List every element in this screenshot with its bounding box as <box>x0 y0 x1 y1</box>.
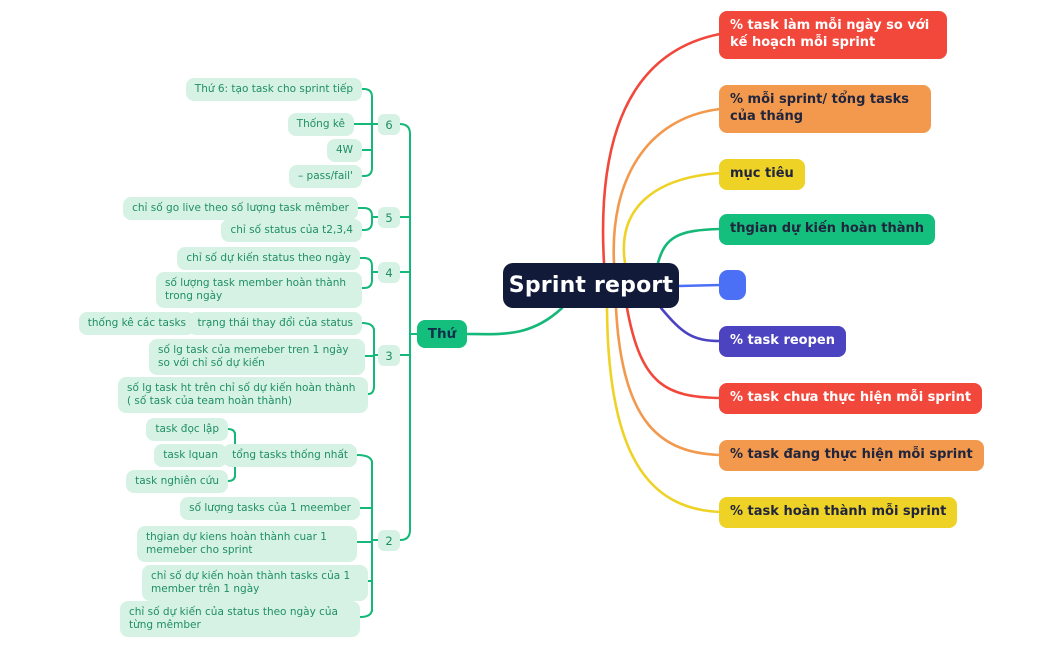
leaf-node[interactable]: số lg task của memeber tren 1 ngày so vớ… <box>149 339 365 375</box>
leaf-node[interactable]: task đọc lập <box>146 418 228 441</box>
center-node-sprint-report[interactable]: Sprint report <box>503 263 679 308</box>
branch-node-empty-blue[interactable] <box>719 270 746 300</box>
branch-node-muc-tieu[interactable]: mục tiêu <box>719 159 805 190</box>
connector-blue-node <box>677 283 722 288</box>
leaf-node[interactable]: chỉ số go live theo số lượng task mêmber <box>123 197 358 220</box>
branch-node-task-per-day[interactable]: % task làm mỗi ngày so với kế hoạch mỗi … <box>719 11 947 59</box>
connector-muc-tieu <box>622 171 722 265</box>
connector-thgian-du-kien <box>656 227 722 265</box>
leaf-node[interactable]: chỉ số dự kiến của status theo ngày của … <box>120 601 360 637</box>
leaf-node[interactable]: trạng thái thay đổi của status <box>188 312 362 335</box>
leaf-node[interactable]: Thứ 6: tạo task cho sprint tiếp <box>185 78 362 101</box>
connector-sprint-per-month <box>612 107 722 265</box>
branch-node-task-hoan-thanh[interactable]: % task hoàn thành mỗi sprint <box>719 497 958 528</box>
number-node-3[interactable]: 3 <box>378 345 400 366</box>
branch-node-sprint-per-month[interactable]: % mỗi sprint/ tổng tasks của tháng <box>719 85 931 133</box>
connector-task-per-day <box>601 32 722 265</box>
leaf-node[interactable]: chỉ số status của t2,3,4 <box>221 219 362 242</box>
connector-task-reopen <box>659 306 722 343</box>
number-node-4[interactable]: 4 <box>378 262 400 283</box>
leaf-node[interactable]: task nghiên cứu <box>126 470 228 493</box>
leaf-node[interactable]: chỉ số dự kiến status theo ngày <box>177 247 360 270</box>
connector-task-dang-th <box>614 306 722 457</box>
leaf-node[interactable]: thống kê các tasks <box>78 312 195 335</box>
connector-task-chua-th <box>625 306 722 400</box>
branch-node-task-reopen[interactable]: % task reopen <box>719 326 846 357</box>
branch-node-task-dang-thuc-hien[interactable]: % task đang thực hiện mỗi sprint <box>719 440 984 471</box>
branch-node-task-chua-thuc-hien[interactable]: % task chưa thực hiện mỗi sprint <box>719 383 983 414</box>
root-node-thu[interactable]: Thứ <box>417 320 467 348</box>
connector-task-hoan-thanh <box>605 306 722 514</box>
leaf-node[interactable]: Thống kê <box>287 113 354 136</box>
leaf-node[interactable]: tổng tasks thống nhất <box>223 444 357 467</box>
leaf-node[interactable]: thgian dự kiens hoàn thành cuar 1 memebe… <box>137 526 357 562</box>
leaf-node[interactable]: số lượng tasks của 1 meember <box>180 497 360 520</box>
leaf-node[interactable]: – pass/fail' <box>288 165 362 188</box>
leaf-node[interactable]: 4W <box>326 139 362 162</box>
number-node-5[interactable]: 5 <box>378 207 400 228</box>
leaf-node[interactable]: task lquan <box>154 444 227 467</box>
leaf-node[interactable]: số lg task ht trên chỉ số dự kiến hoàn t… <box>118 377 368 413</box>
connector-root-thu <box>465 306 564 336</box>
number-node-2[interactable]: 2 <box>378 530 400 551</box>
leaf-node[interactable]: số lượng task member hoàn thành trong ng… <box>156 272 362 308</box>
leaf-node[interactable]: chỉ số dự kiến hoàn thành tasks của 1 me… <box>142 565 368 601</box>
number-node-6[interactable]: 6 <box>378 114 400 135</box>
branch-node-thgian-du-kien[interactable]: thgian dự kiến hoàn thành <box>719 214 936 245</box>
